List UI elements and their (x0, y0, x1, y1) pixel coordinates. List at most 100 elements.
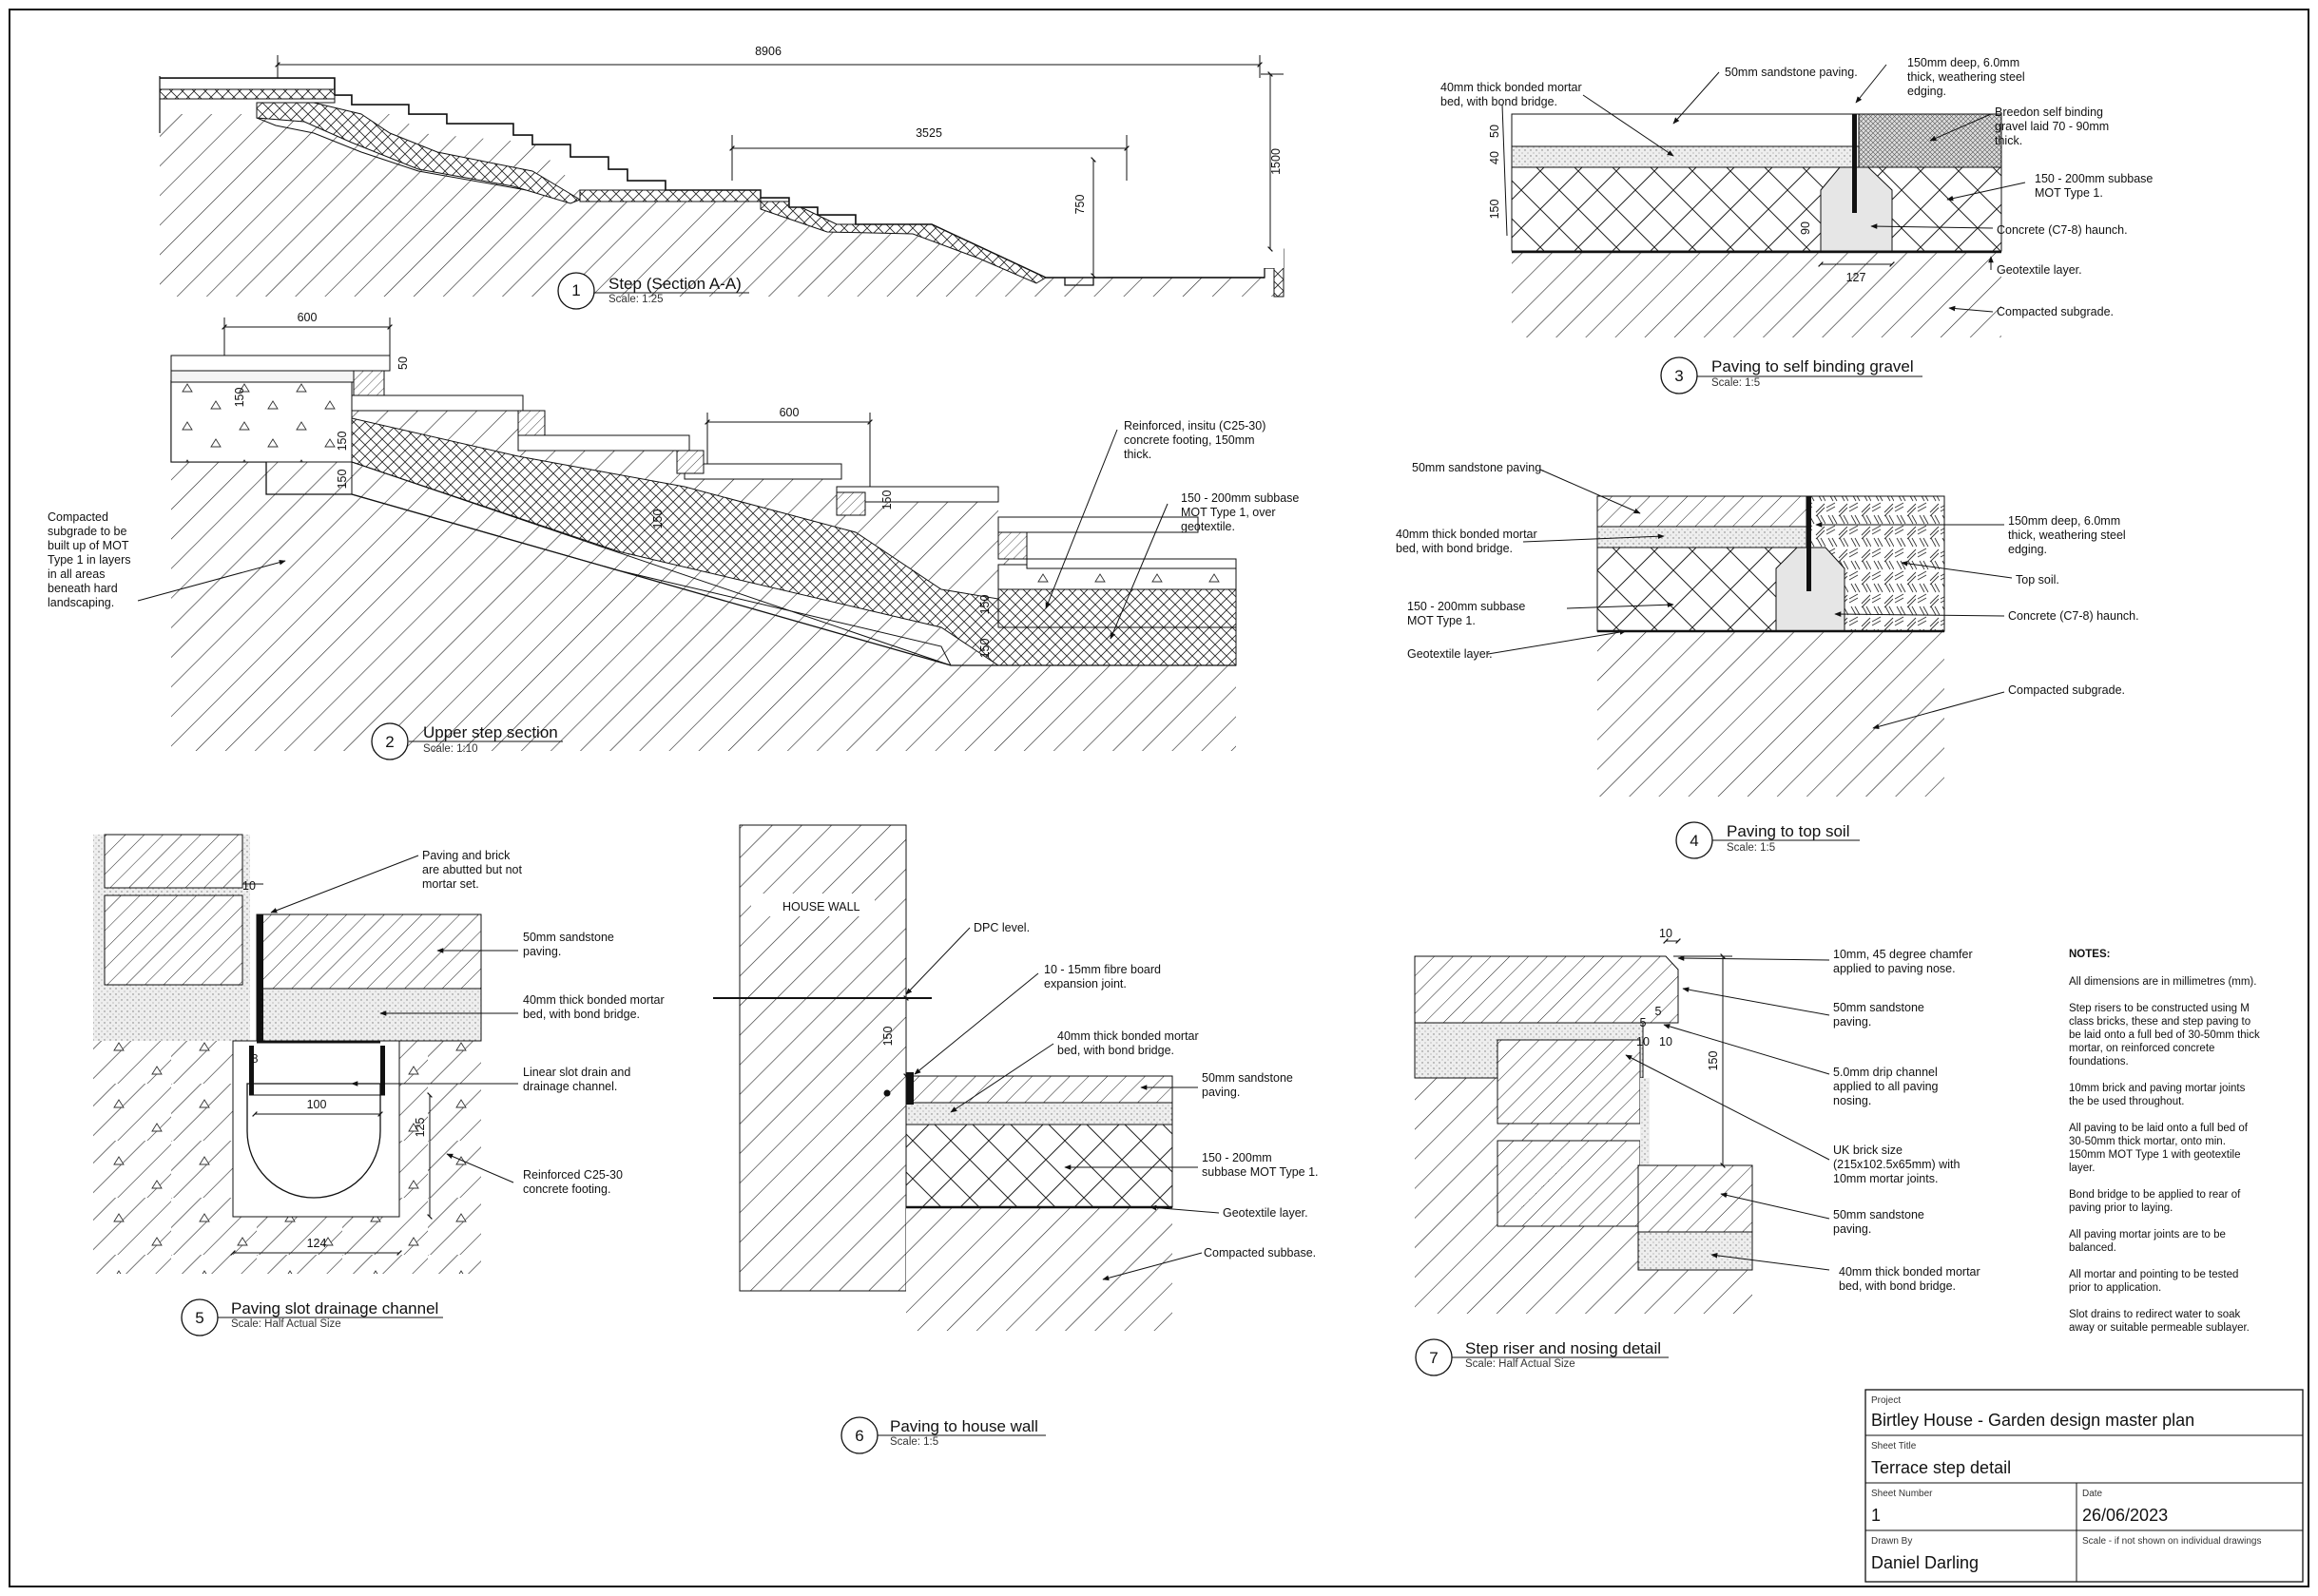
drawing-1-step-section: 8906 3525 750 1500 1 Step (Section A-A) … (159, 45, 1285, 310)
dim-150-b: 150 (336, 432, 349, 452)
drawing-1-scale: Scale: 1:25 (608, 294, 664, 305)
dim-125: 125 (414, 1118, 427, 1138)
sheet-border (9, 9, 2309, 1587)
label-haunch: Concrete (C7-8) haunch. (1997, 223, 2128, 237)
label-house-wall: HOUSE WALL (782, 900, 860, 913)
dim-150-a: 150 (233, 388, 246, 408)
drawing-6-title: Paving to house wall (890, 1417, 1038, 1435)
dim-90: 90 (1799, 221, 1812, 235)
dim-10-c: 10 (1659, 1035, 1672, 1048)
drawing-2-title: Upper step section (423, 723, 558, 741)
drawing-5-title: Paving slot drainage channel (231, 1299, 438, 1317)
date: 26/06/2023 (2082, 1506, 2168, 1525)
scale-note: Scale - if not shown on individual drawi… (2082, 1536, 2261, 1547)
dim-750: 750 (1073, 195, 1087, 215)
dim-150-g: 150 (978, 639, 992, 659)
drawing-7-title: Step riser and nosing detail (1465, 1339, 1661, 1357)
dim-50: 50 (1488, 125, 1501, 138)
drawing-2-upper-step-section: 600 600 50 150 150 150 150 150 150 150 R… (48, 311, 1299, 760)
dim-600-b: 600 (780, 406, 800, 419)
label-geotextile: Geotextile layer. (1997, 263, 2082, 277)
drawing-3-number: 3 (1674, 367, 1683, 385)
label-paving: 50mm sandstone paving. (1412, 461, 1545, 474)
drawing-7-step-riser: 10 5 5 10 10 150 10mm, 45 degree chamfer… (1414, 927, 1980, 1376)
title-block: Project Birtley House - Garden design ma… (1864, 1389, 2304, 1583)
dim-10-b: 10 (1636, 1035, 1650, 1048)
drawing-3-self-binding-gravel: 50 40 150 90 127 40mm thick bonded morta… (1440, 56, 2153, 394)
drawing-7-scale: Scale: Half Actual Size (1465, 1358, 1575, 1370)
note-4: All paving to be laid onto a full bed of… (2069, 1123, 2249, 1174)
label-subgrade: Compacted subgrade. (1997, 305, 2114, 318)
drawing-6-house-wall: 150 HOUSE WALL DPC level. 10 - 15mm fibr… (713, 824, 1319, 1454)
dim-150: 150 (1488, 200, 1501, 220)
dim-40: 40 (1488, 151, 1501, 164)
notes: NOTES: All dimensions are in millimetres… (2069, 949, 2260, 1334)
dim-8906: 8906 (755, 45, 782, 58)
dim-5-a: 5 (1655, 1005, 1662, 1018)
sheet-title-label: Sheet Title (1871, 1441, 1917, 1452)
drawing-5-scale: Scale: Half Actual Size (231, 1318, 341, 1330)
dim-150-f: 150 (978, 595, 992, 615)
drawing-4-title: Paving to top soil (1727, 822, 1849, 840)
dim-100: 100 (307, 1098, 327, 1111)
drawing-2-number: 2 (385, 733, 394, 751)
dim-150-d: 150 (651, 510, 665, 529)
label-dpc: DPC level. (974, 921, 1030, 934)
drawing-7-number: 7 (1429, 1349, 1438, 1367)
dim-127: 127 (1846, 271, 1866, 284)
label-geotextile: Geotextile layer. (1407, 647, 1493, 661)
drawing-3-title: Paving to self binding gravel (1711, 357, 1914, 375)
dim-50: 50 (396, 356, 410, 370)
date-label: Date (2082, 1489, 2103, 1499)
dim-124: 124 (307, 1237, 327, 1250)
dim-3525: 3525 (916, 126, 942, 140)
drawing-6-scale: Scale: 1:5 (890, 1436, 938, 1448)
dim-150-e: 150 (880, 490, 894, 510)
dim-150: 150 (881, 1027, 895, 1047)
label-footing: Reinforced, insitu (C25-30)concrete foot… (1124, 419, 1265, 461)
drawing-5-number: 5 (195, 1309, 203, 1327)
drawing-4-scale: Scale: 1:5 (1727, 842, 1775, 854)
drawing-1-number: 1 (571, 281, 580, 299)
dim-600-a: 600 (298, 311, 318, 324)
sheet-title: Terrace step detail (1871, 1458, 2011, 1477)
dim-10: 10 (1659, 927, 1672, 940)
label-haunch: Concrete (C7-8) haunch. (2008, 609, 2139, 623)
drawn-by: Daniel Darling (1871, 1553, 1979, 1572)
dim-150-c: 150 (336, 470, 349, 490)
notes-heading: NOTES: (2069, 949, 2110, 960)
label-compacted: Compacted subbase. (1204, 1246, 1316, 1259)
project-name: Birtley House - Garden design master pla… (1871, 1411, 2194, 1430)
note-1: All dimensions are in millimetres (mm). (2069, 976, 2256, 988)
drawing-2-scale: Scale: 1:10 (423, 743, 478, 755)
